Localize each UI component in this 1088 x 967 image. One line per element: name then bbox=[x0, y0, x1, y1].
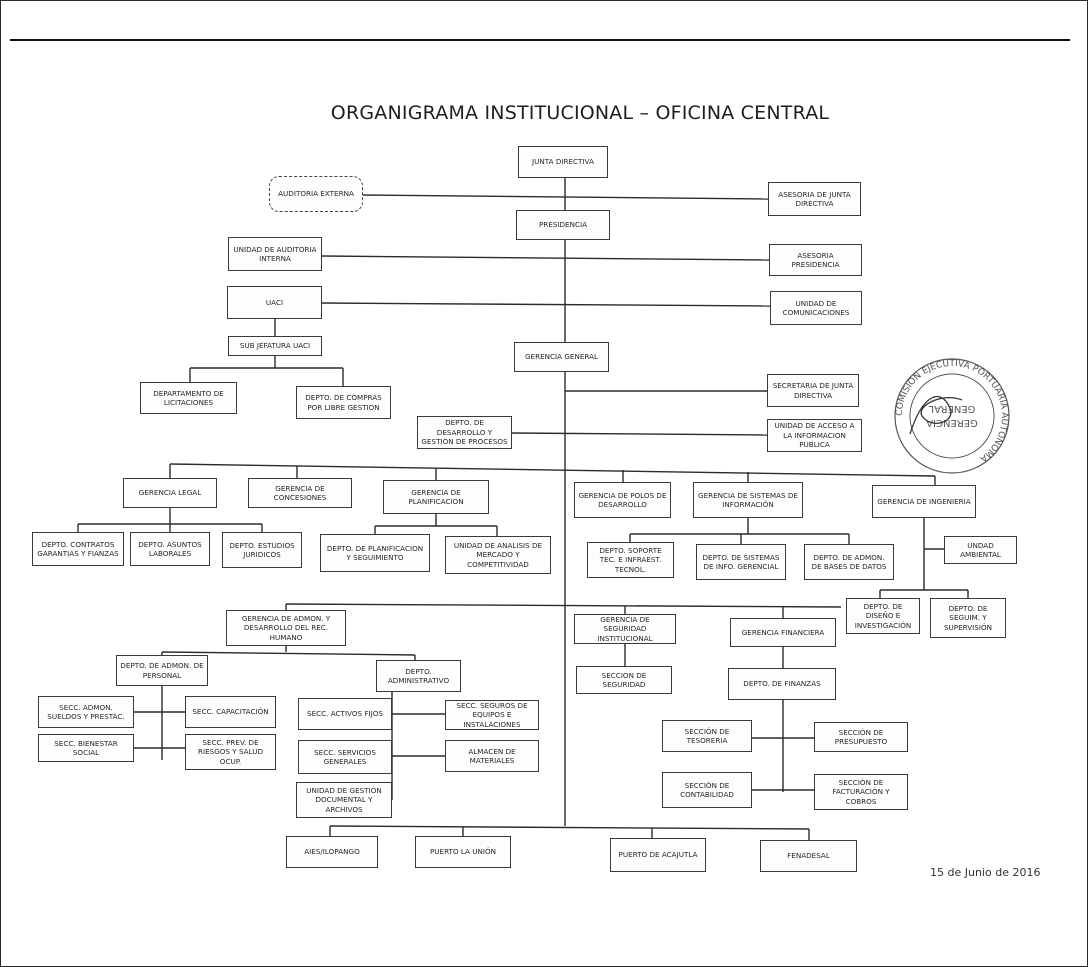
box-unidad-ambiental: UNDAD AMBIENTAL bbox=[944, 536, 1017, 564]
box-seccion-seguridad: SECCION DE SEGURIDAD bbox=[576, 666, 672, 694]
box-sub-jefatura-uaci: SUB JEFATURA UACI bbox=[228, 336, 322, 356]
box-aies-ilopango: AIES/ILOPANGO bbox=[286, 836, 378, 868]
box-asesoria-junta-directiva: ASESORIA DE JUNTA DIRECTIVA bbox=[768, 182, 861, 216]
box-unidad-acceso-informacion: UNIDAD DE ACCESO A LA INFORMACION PUBLIC… bbox=[767, 419, 862, 452]
box-seccion-facturacion-cobros: SECCIÓN DE FACTURACIÓN Y COBROS bbox=[814, 774, 908, 810]
box-secc-activos-fijos: SECC. ACTIVOS FIJOS bbox=[298, 698, 392, 730]
box-depto-soporte-tecnico: DEPTO. SOPORTE TEC. E INFRAEST. TECNOL. bbox=[587, 542, 674, 578]
box-depto-contratos: DEPTO. CONTRATOS GARANTIAS Y FIANZAS bbox=[32, 532, 124, 566]
box-secc-bienestar-social: SECC. BIENESTAR SOCIAL bbox=[38, 734, 134, 762]
box-secc-servicios-generales: SECC. SERVICIOS GENERALES bbox=[298, 740, 392, 774]
box-gerencia-ingenieria: GERENCIA DE INGENIERIA bbox=[872, 485, 976, 518]
box-secc-prev-riesgos: SECC. PREV. DE RIESGOS Y SALUD OCUP. bbox=[185, 734, 276, 770]
box-secc-capacitacion: SECC. CAPACITACIÓN bbox=[185, 696, 276, 728]
box-secc-seguros: SECC. SEGUROS DE EQUIPOS E INSTALACIONES bbox=[445, 700, 539, 730]
box-depto-desarrollo-gestion-procesos: DEPTO. DE DESARROLLO Y GESTION DE PROCES… bbox=[417, 416, 512, 449]
box-depto-sistemas-info-gerencial: DEPTO. DE SISTEMAS DE INFO. GERENCIAL bbox=[696, 544, 786, 580]
box-depto-admon-personal: DEPTO. DE ADMON. DE PERSONAL bbox=[116, 655, 208, 686]
box-depto-admon-bases-datos: DEPTO. DE ADMON. DE BASES DE DATOS bbox=[804, 544, 894, 580]
box-secc-admon-sueldos: SECC. ADMON. SUELDOS Y PRESTAC. bbox=[38, 696, 134, 728]
box-depto-diseno-investigacion: DEPTO. DE DISEÑO E INVESTIGACIÓN bbox=[846, 598, 920, 634]
header-rule bbox=[10, 39, 1070, 41]
box-presidencia: PRESIDENCIA bbox=[516, 210, 610, 240]
box-unidad-auditoria-interna: UNIDAD DE AUDITORIA INTERNA bbox=[228, 237, 322, 271]
box-depto-compras-libre-gestion: DEPTO. DE COMPRAS POR LIBRE GESTION bbox=[296, 386, 391, 419]
box-seccion-presupuesto: SECCIÓN DE PRESUPUESTO bbox=[814, 722, 908, 752]
box-unidad-comunicaciones: UNIDAD DE COMUNICACIONES bbox=[770, 291, 862, 325]
box-junta-directiva: JUNTA DIRECTIVA bbox=[518, 146, 608, 178]
chart-title: ORGANIGRAMA INSTITUCIONAL – OFICINA CENT… bbox=[330, 102, 830, 124]
box-puerto-acajutla: PUERTO DE ACAJUTLA bbox=[610, 838, 706, 872]
box-gerencia-planificacion: GERENCIA DE PLANIFICACION bbox=[383, 480, 489, 514]
box-depto-seguim-supervision: DEPTO. DE SEGUIM. Y SUPERVISIÓN bbox=[930, 598, 1006, 638]
box-depto-planificacion-seguimiento: DEPTO. DE PLANIFICACION Y SEGUIMIENTO bbox=[320, 534, 430, 572]
signature-scribble bbox=[909, 396, 963, 435]
box-seccion-contabilidad: SECCIÓN DE CONTABILIDAD bbox=[662, 772, 752, 808]
box-gerencia-general: GERENCIA GENERAL bbox=[514, 342, 609, 372]
box-auditoria-externa: AUDITORIA EXTERNA bbox=[269, 176, 363, 212]
box-gerencia-sistemas-informacion: GERENCIA DE SISTEMAS DE INFORMACIÓN bbox=[693, 482, 803, 518]
box-gerencia-financiera: GERENCIA FINANCIERA bbox=[730, 618, 836, 647]
box-depto-estudios-juridicos: DEPTO. ESTUDIOS JURIDICOS bbox=[222, 532, 302, 568]
box-gerencia-polos-desarrollo: GERENCIA DE POLOS DE DESARROLLO bbox=[574, 482, 671, 518]
box-depto-administrativo: DEPTO. ADMINISTRATIVO bbox=[376, 660, 461, 692]
official-seal-stamp: COMISION EJECUTIVA PORTUARIA AUTONOMA GE… bbox=[894, 358, 1010, 474]
stamp-center-line2: GENERAL bbox=[928, 403, 975, 414]
document-date: 15 de Junio de 2016 bbox=[930, 866, 1041, 879]
box-depto-asuntos-laborales: DEPTO. ASUNTOS LABORALES bbox=[130, 532, 210, 566]
box-unidad-analisis-mercado: UNIDAD DE ANALISIS DE MERCADO Y COMPETIT… bbox=[445, 536, 551, 574]
box-gerencia-admon-rrhh: GERENCIA DE ADMON. Y DESARROLLO DEL REC.… bbox=[226, 610, 346, 646]
box-asesoria-presidencia: ASESORIA PRESIDENCIA bbox=[769, 244, 862, 276]
box-fenadesal: FENADESAL bbox=[760, 840, 857, 872]
stamp-center-line1: GERENCIA bbox=[926, 417, 978, 428]
box-secretaria-junta-directiva: SECRETARIA DE JUNTA DIRECTIVA bbox=[767, 374, 859, 407]
box-gerencia-legal: GERENCIA LEGAL bbox=[123, 478, 217, 508]
box-gerencia-seguridad-institucional: GERENCIA DE SEGURIDAD INSTITUCIONAL bbox=[574, 614, 676, 644]
box-seccion-tesoreria: SECCIÓN DE TESORERIA bbox=[662, 720, 752, 752]
box-gerencia-concesiones: GERENCIA DE CONCESIONES bbox=[248, 478, 352, 508]
box-depto-finanzas: DEPTO. DE FINANZAS bbox=[728, 668, 836, 700]
box-departamento-licitaciones: DEPARTAMENTO DE LICITACIONES bbox=[140, 382, 237, 414]
box-almacen-materiales: ALMACEN DE MATERIALES bbox=[445, 740, 539, 772]
box-unidad-gestion-documental: UNIDAD DE GESTIÓN DOCUMENTAL Y ARCHIVOS bbox=[296, 782, 392, 818]
box-puerto-la-union: PUERTO LA UNIÓN bbox=[415, 836, 511, 868]
box-uaci: UACI bbox=[227, 286, 322, 319]
